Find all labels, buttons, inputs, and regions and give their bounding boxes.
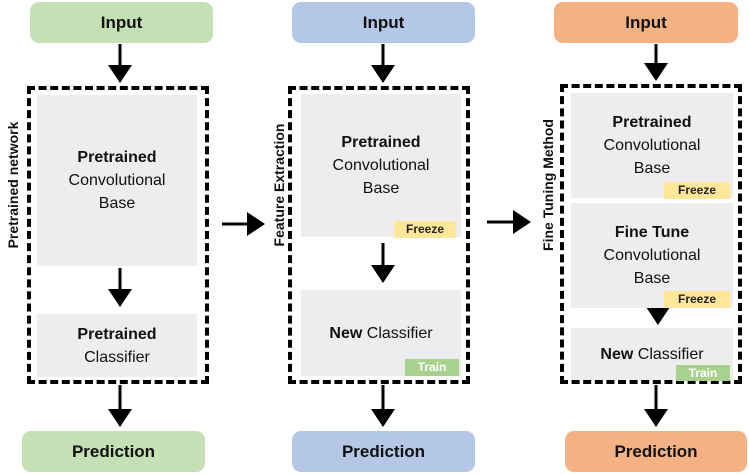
tune-line3: Base [633,270,671,287]
finetune-pretrained-base: Pretrained Convolutional Base [571,93,733,198]
classifier-rest: Classifier [362,324,433,342]
base-line2: Convolutional [332,157,430,174]
base-line3: Base [633,160,671,177]
prediction-box-feature: Prediction [292,431,475,472]
fine-tuning-container [560,84,742,384]
pretrained-classifier: Pretrained Classifier [37,314,197,377]
base-line3: Base [362,180,400,197]
pretrained-network-container [27,86,209,384]
classifier-line2: Classifier [84,348,150,366]
freeze-tag: Freeze [394,221,456,238]
fine-tuning-label: Fine Tuning Method [540,119,556,251]
finetune-tune-base: Fine Tune Convolutional Base [571,203,733,308]
pretrained-conv-base: Pretrained Convolutional Base [37,95,197,266]
input-box-finetune: Input [554,2,738,43]
feature-conv-base: Pretrained Convolutional Base [301,94,461,237]
tune-line2: Convolutional [603,247,701,264]
freeze-tag-tune: Freeze [664,291,730,308]
base-line3: Base [98,195,136,212]
freeze-tag-base: Freeze [664,182,730,199]
classifier-bold: New [329,324,363,342]
pretrained-network-label: Pretrained network [5,121,21,249]
prediction-box-pretrained: Prediction [22,431,205,472]
train-tag: Train [676,365,730,381]
base-line2: Convolutional [603,137,701,154]
input-box-feature: Input [292,2,475,43]
base-title: Pretrained [77,149,157,166]
base-line2: Convolutional [68,172,166,189]
base-title: Pretrained [341,134,421,151]
tune-title: Fine Tune [614,224,690,241]
input-box-pretrained: Input [30,2,213,43]
feature-extraction-container [288,86,470,384]
classifier-text: New Classifier [600,343,703,366]
feature-extraction-label: Feature Extraction [271,123,287,247]
base-title: Pretrained [612,114,692,131]
train-tag: Train [405,359,459,376]
prediction-box-finetune: Prediction [565,431,747,472]
classifier-rest: Classifier [633,345,704,363]
classifier-text: New Classifier [329,322,432,345]
classifier-bold: New [600,345,634,363]
classifier-title: Pretrained [77,325,157,343]
